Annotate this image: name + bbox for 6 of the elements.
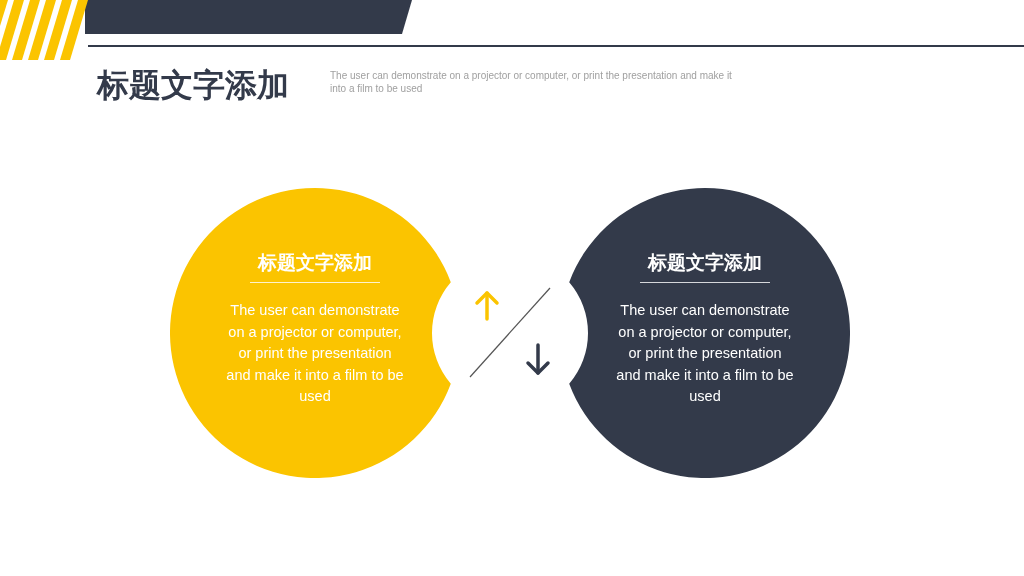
circle-heading: 标题文字添加	[256, 250, 373, 275]
circle-body-text: The user can demonstrate on a projector or computer, or print the presentation and make it into a film to be used	[225, 301, 405, 406]
circle-heading: 标题文字添加	[646, 250, 763, 275]
title: 标题文字添加	[97, 65, 289, 106]
circle-body-text: The user can demonstrate on a projector or computer, or print the presentation and make it into a film to be used	[615, 301, 795, 406]
subtitle: The user can demonstrate on a projector or computer, or print the presentation and make it into a film to be used	[330, 69, 733, 95]
